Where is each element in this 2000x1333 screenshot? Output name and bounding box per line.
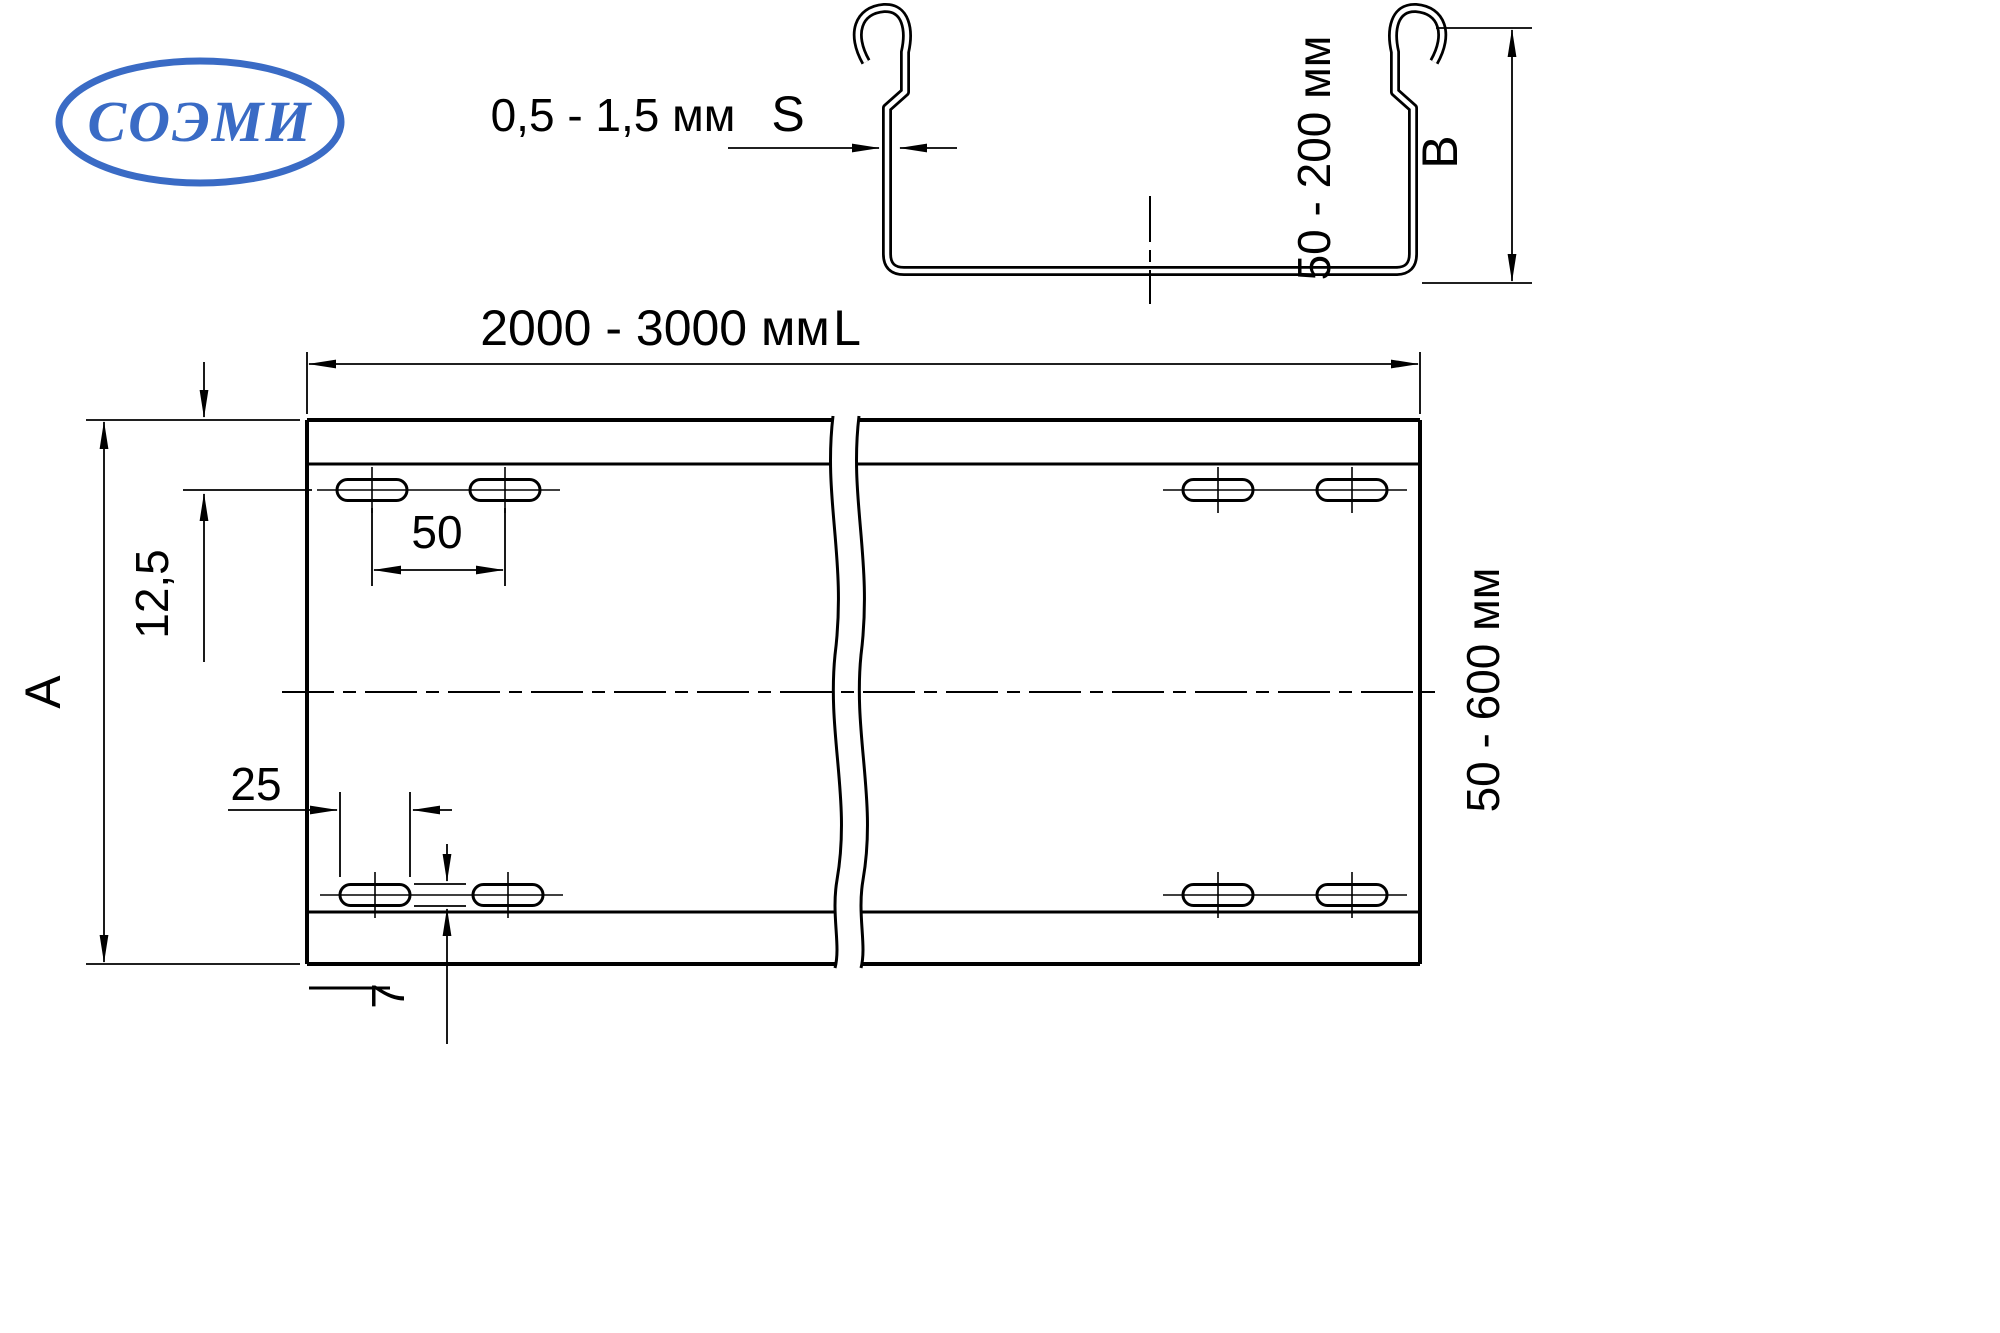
section-height-label: 50 - 200 мм — [1288, 36, 1340, 281]
length-symbol: L — [833, 300, 861, 356]
slot-center-marks — [317, 467, 1407, 918]
length-dimension: 2000 - 3000 мм L — [306, 300, 1421, 414]
height-dimension: A — [15, 419, 300, 965]
slot-width-label: 7 — [362, 983, 414, 1009]
height-symbol: A — [15, 675, 71, 709]
spacing-dimension: 50 — [371, 506, 506, 586]
width-range-label: 50 - 600 мм — [1457, 568, 1509, 813]
thickness-dimension: 0,5 - 1,5 мм S — [491, 86, 957, 153]
slot — [468, 478, 542, 502]
logo-ellipse — [55, 57, 345, 187]
thickness-dimension-label: 0,5 - 1,5 мм — [491, 89, 736, 141]
slotted-holes — [335, 478, 1389, 907]
tray-outline — [305, 418, 1422, 990]
slot — [1315, 883, 1389, 907]
slot — [1181, 478, 1255, 502]
slot — [338, 883, 412, 907]
slot-width-dimension: 7 — [362, 844, 466, 1044]
slot — [335, 478, 409, 502]
length-dimension-label: 2000 - 3000 мм — [480, 300, 830, 356]
thickness-symbol: S — [771, 86, 804, 142]
spacing-dimension-label: 50 — [411, 506, 462, 558]
offset-dimension: 12,5 — [126, 362, 312, 662]
slot-length-dimension: 25 — [228, 758, 452, 877]
cross-section-view: 0,5 - 1,5 мм S 50 - 200 мм B — [491, 3, 1532, 304]
slot — [1315, 478, 1389, 502]
offset-dimension-label: 12,5 — [126, 549, 178, 639]
slot — [1181, 883, 1255, 907]
section-height-dimension: 50 - 200 мм B — [1288, 27, 1532, 284]
logo: СОЭМИ — [55, 57, 345, 187]
slot-length-label: 25 — [230, 758, 281, 810]
plan-view: 2000 - 3000 мм L A 12,5 50 — [15, 300, 1509, 1044]
logo-text: СОЭМИ — [87, 89, 312, 154]
slot — [471, 883, 545, 907]
section-height-symbol: B — [1412, 135, 1468, 168]
